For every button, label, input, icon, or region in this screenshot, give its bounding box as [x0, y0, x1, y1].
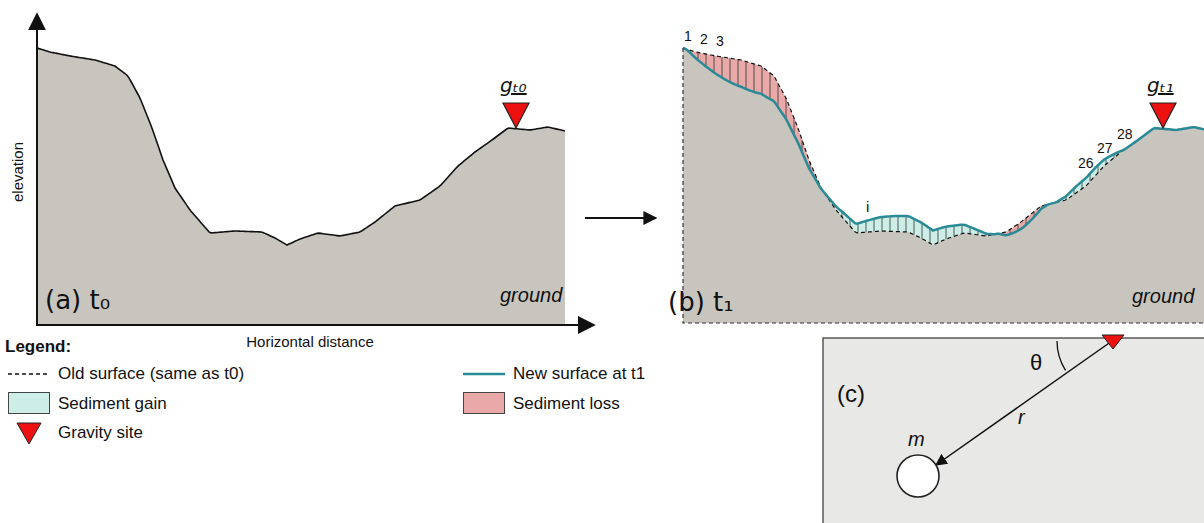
hatch-line [722, 57, 723, 78]
panel-label: (b) t₁ [668, 288, 734, 318]
panel-label: (c) [837, 380, 865, 408]
distance-symbol: r [1018, 406, 1025, 429]
hatch-line [946, 227, 947, 239]
legend-swatch [463, 392, 505, 414]
callout-number: 3 [716, 33, 724, 49]
legend-text: Sediment loss [513, 394, 620, 414]
ground-label: ground [500, 284, 562, 307]
legend-text: Old surface (same as t0) [58, 364, 244, 384]
hatch-line [938, 229, 939, 243]
legend-text: New surface at t1 [513, 364, 645, 384]
gravity-site-symbol [1102, 335, 1124, 349]
callout-number: i [866, 198, 869, 215]
hatch-line [930, 228, 931, 243]
sediment-loss-area [687, 49, 821, 188]
hatch-line [874, 219, 875, 232]
panel-b-terrain [683, 48, 1204, 323]
point-mass [897, 455, 939, 497]
ground-surface [37, 48, 565, 245]
ground-fill [37, 48, 565, 324]
site-label: gₜ₀ [500, 74, 527, 97]
angle-arc [1057, 341, 1066, 370]
hatch-line [746, 62, 747, 90]
axis-label: Horizontal distance [246, 333, 374, 350]
callout-number: 2 [700, 31, 708, 47]
transition-arrow [585, 217, 656, 219]
legend-triangle-sample [17, 423, 41, 444]
hatch-line [866, 221, 867, 232]
new-surface-line [683, 48, 1204, 235]
hatch-line [922, 223, 923, 239]
hatch-line [778, 83, 779, 107]
diagram-panel: (c) [823, 338, 1204, 523]
hatch-line [962, 225, 963, 234]
callout-number: 1 [684, 28, 692, 44]
hatch-line [730, 58, 731, 82]
distance-vector [936, 341, 1112, 465]
hatch-line [754, 64, 755, 92]
hatch-line [906, 216, 907, 232]
ground-label: ground [1132, 285, 1194, 308]
hatch-line [954, 226, 955, 237]
hatch-line [762, 67, 763, 95]
x-axis [36, 324, 594, 326]
panel-label: (a) t₀ [45, 286, 110, 316]
y-axis [36, 14, 38, 325]
hatch-line [738, 60, 739, 86]
legend-title: Legend: [5, 337, 71, 357]
diagram-panel: (a) t₀ ground [37, 18, 585, 324]
hatch-line [714, 56, 715, 73]
hatch-line [770, 73, 771, 99]
callout-number: 26 [1078, 155, 1094, 171]
legend-line-sample [463, 373, 505, 376]
legend-line-sample [8, 373, 50, 375]
diagram-panel: (b) t₁ ground [658, 45, 1204, 323]
legend-text: Sediment gain [58, 394, 167, 414]
angle-symbol: θ [1030, 350, 1042, 375]
gravity-site-symbol [1150, 103, 1176, 128]
gravity-site-symbol [503, 103, 529, 128]
hatch-line [898, 216, 899, 232]
hatch-line [914, 219, 915, 235]
hatch-line [786, 98, 787, 119]
panel-c-ground [823, 338, 1204, 523]
mass-symbol: m [908, 428, 925, 451]
axis-label: elevation [9, 142, 26, 202]
panel-a-terrain [37, 48, 565, 324]
ground-fill [683, 48, 1204, 323]
old-surface-line [683, 48, 1204, 245]
site-label: gₜ₁ [1147, 74, 1174, 97]
hatch-line [706, 54, 707, 66]
legend-swatch [8, 392, 50, 414]
callout-number: 27 [1097, 140, 1113, 156]
panel-frame [683, 48, 1204, 323]
hatch-line [890, 216, 891, 231]
hatch-line [882, 217, 883, 231]
callout-number: 28 [1117, 126, 1133, 142]
legend-text: Gravity site [58, 423, 143, 443]
